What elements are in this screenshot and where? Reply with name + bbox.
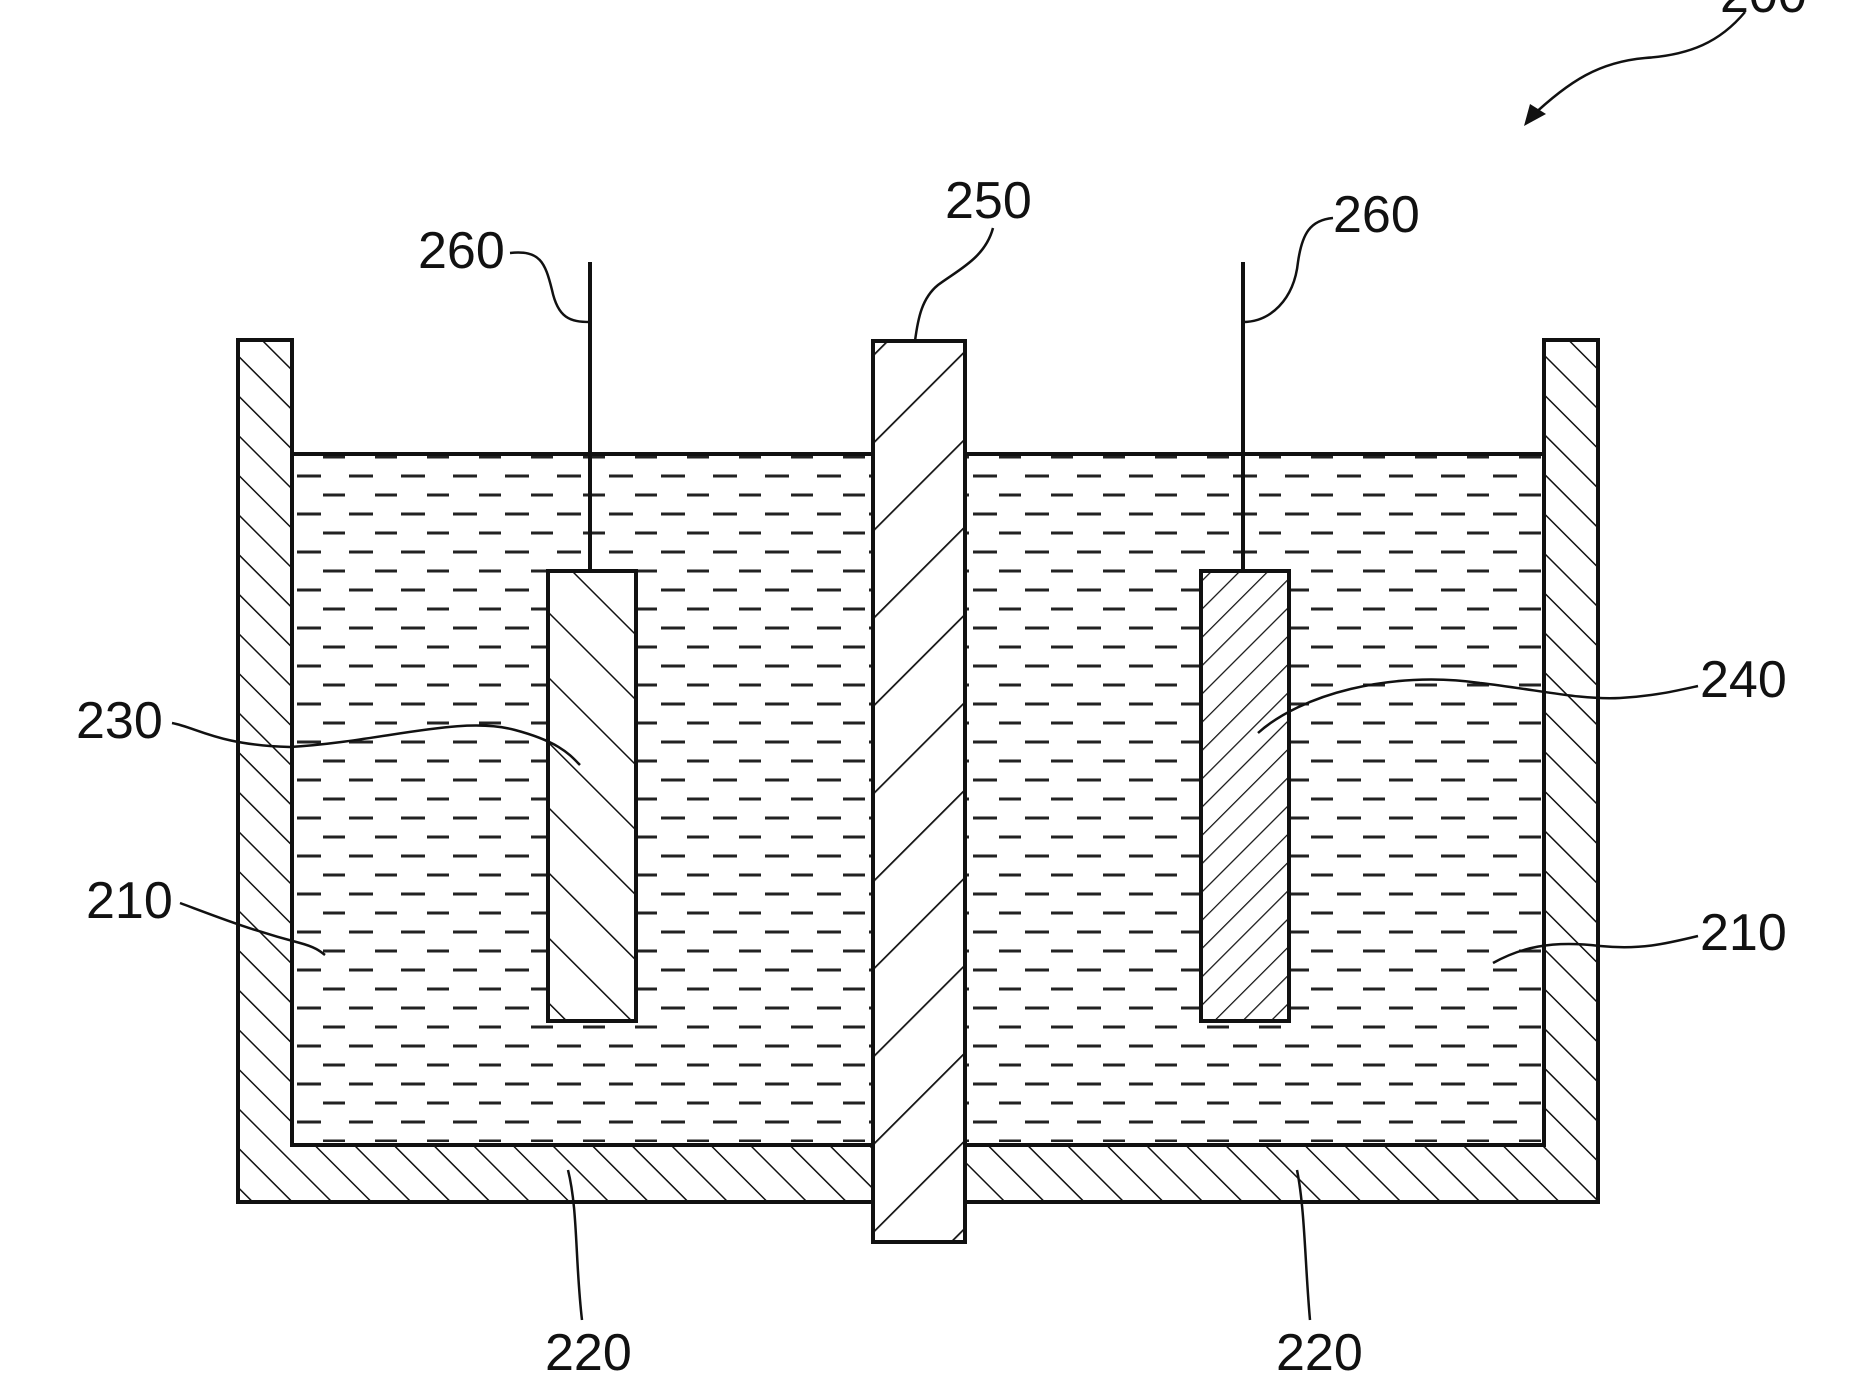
leader-250: [915, 228, 993, 341]
leader-260-left: [510, 253, 590, 322]
electrode-240-hatch: [1201, 571, 1289, 1021]
leader-260-right: [1243, 218, 1333, 322]
label-250: 250: [945, 172, 1032, 230]
label-220-right: 220: [1276, 1324, 1363, 1377]
label-210-right: 210: [1700, 904, 1787, 962]
label-230: 230: [76, 692, 163, 750]
leader-200: [1530, 12, 1745, 118]
label-200: 200: [1720, 0, 1807, 24]
electrode-230-hatch: [548, 571, 636, 1021]
label-220-left: 220: [545, 1324, 632, 1377]
separator-250-hatch: [873, 341, 965, 1242]
label-210-left: 210: [86, 872, 173, 930]
label-260-right: 260: [1333, 186, 1420, 244]
label-260-left: 260: [418, 222, 505, 280]
label-240: 240: [1700, 651, 1787, 709]
